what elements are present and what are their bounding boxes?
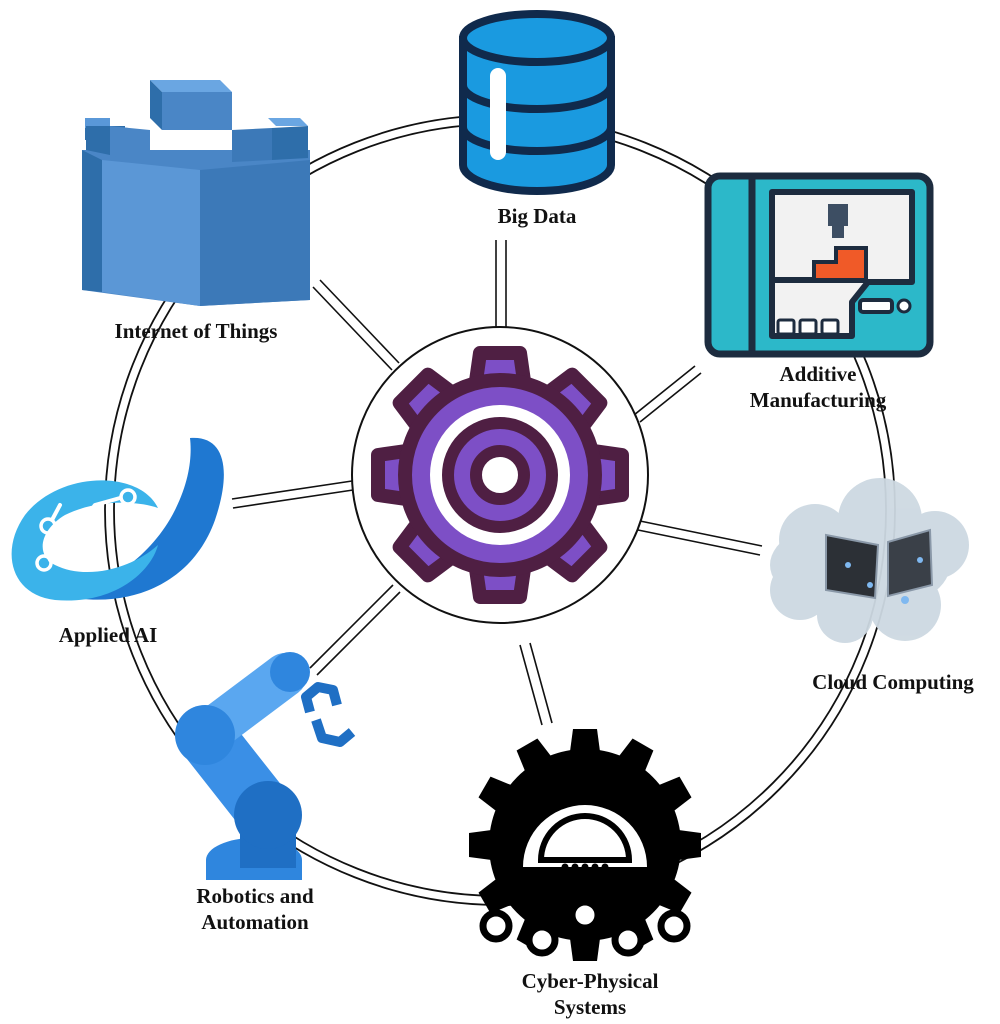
additive-manufacturing-label: Additive Manufacturing	[749, 362, 887, 413]
hub	[351, 326, 649, 624]
database-icon	[459, 10, 615, 195]
spoke-robotics	[309, 584, 401, 676]
cloud-icon	[770, 478, 969, 643]
spoke-iot	[312, 279, 400, 371]
3d-printer-icon	[704, 172, 934, 358]
cloud-computing-label: Cloud Computing	[812, 670, 974, 694]
big-data-label: Big Data	[497, 204, 577, 228]
iot-castle-icon	[82, 80, 310, 306]
spoke-big-data	[495, 240, 507, 340]
circuit-gear-icon	[469, 729, 701, 961]
spokes	[231, 240, 763, 726]
spoke-cloud	[637, 520, 763, 556]
internet-of-things-label: Internet of Things	[114, 319, 278, 343]
spoke-additive	[633, 365, 702, 423]
gear-target-icon	[371, 346, 629, 604]
robotics-automation-label: Robotics and Automation	[196, 884, 314, 935]
cyber-physical-systems-label: Cyber-Physical Systems	[521, 969, 659, 1020]
robot-arm-icon	[175, 652, 356, 880]
spoke-ai	[231, 480, 354, 509]
gear-tooth	[651, 776, 692, 816]
applied-ai-label: Applied AI	[58, 623, 158, 647]
gear-tooth	[478, 776, 519, 816]
spoke-cps	[519, 642, 553, 726]
ai-ribbon-icon	[11, 437, 224, 601]
gear-tooth	[516, 738, 556, 779]
gear-tooth	[614, 738, 654, 779]
